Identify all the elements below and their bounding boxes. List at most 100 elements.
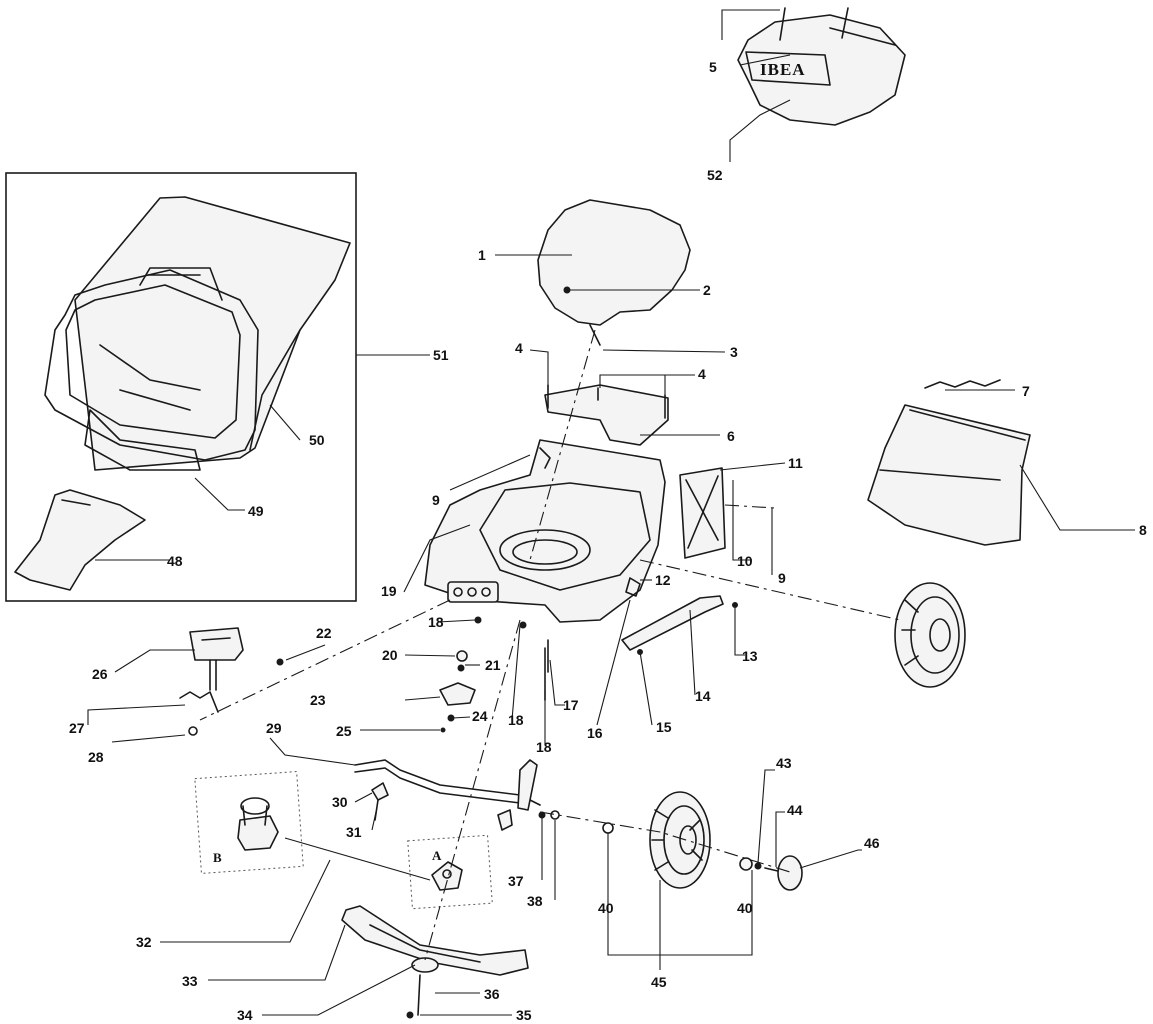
- leader-lines: [87, 9, 1135, 1016]
- callout-49: 49: [248, 503, 264, 519]
- callout-9b: 9: [778, 570, 786, 586]
- callout-3: 3: [730, 344, 738, 360]
- brand-logo: IBEA: [760, 60, 806, 79]
- bag-frame-49: [44, 267, 259, 471]
- callout-26: 26: [92, 666, 108, 682]
- blade-bolt-35: [417, 974, 421, 1016]
- axis-rear-wheel: [639, 559, 901, 621]
- callout-11: 11: [788, 455, 803, 471]
- pin-22: [276, 658, 284, 666]
- callout-33: 33: [182, 973, 198, 989]
- callout-23: 23: [310, 692, 326, 708]
- front-wheel-45: [649, 791, 711, 889]
- callout-14: 14: [695, 688, 711, 704]
- callout-45: 45: [651, 974, 667, 990]
- detail-b-frame: [194, 771, 304, 874]
- callout-36: 36: [484, 986, 500, 1002]
- axis-blade: [424, 619, 521, 961]
- rear-flap-48: [14, 489, 146, 591]
- screw-25: [440, 727, 446, 733]
- callout-9a: 9: [432, 492, 440, 508]
- callout-29: 29: [266, 720, 282, 736]
- deflector-11: [679, 467, 726, 559]
- spring-7: [924, 379, 1001, 389]
- washer-43: [754, 862, 762, 870]
- callout-10: 10: [737, 553, 753, 569]
- height-adjuster: [447, 581, 499, 603]
- callout-25: 25: [336, 723, 352, 739]
- bolt-13: [732, 602, 738, 608]
- spring-27: [179, 691, 219, 713]
- blade-adaptor-b: [237, 797, 279, 851]
- callout-22: 22: [316, 625, 332, 641]
- grass-catcher-frame: [5, 172, 357, 602]
- callout-18c: 18: [536, 739, 552, 755]
- callout-30: 30: [332, 794, 348, 810]
- bushing-40b: [739, 857, 753, 871]
- callout-8: 8: [1139, 522, 1147, 538]
- callout-38: 38: [527, 893, 543, 909]
- callout-6: 6: [727, 428, 735, 444]
- callout-19: 19: [381, 583, 397, 599]
- bracket-23: [439, 682, 476, 706]
- callout-43: 43: [776, 755, 792, 771]
- callout-4a: 4: [515, 340, 523, 356]
- clip: [497, 809, 513, 831]
- nut-18a: [474, 616, 482, 624]
- callout-40a: 40: [598, 900, 614, 916]
- bracket-30: [371, 782, 389, 801]
- callout-51: 51: [433, 347, 449, 363]
- rear-wheel: [894, 582, 966, 688]
- axis-front-wheel: [539, 811, 791, 873]
- detail-a-label: A: [432, 848, 442, 863]
- callout-18b: 18: [508, 712, 524, 728]
- callout-2: 2: [703, 282, 711, 298]
- callout-46: 46: [864, 835, 880, 851]
- callout-18a: 18: [428, 614, 444, 630]
- axis-lever: [199, 599, 451, 721]
- bolt-head-35: [406, 1011, 414, 1019]
- callout-7: 7: [1022, 383, 1030, 399]
- nut-38: [550, 810, 560, 820]
- callout-35: 35: [516, 1007, 532, 1023]
- callout-28: 28: [88, 749, 104, 765]
- callout-21: 21: [485, 657, 501, 673]
- blade-adaptor-a: [431, 861, 463, 891]
- engine-1: [537, 199, 691, 346]
- callout-44: 44: [787, 802, 803, 818]
- callout-40b: 40: [737, 900, 753, 916]
- engine-plate-6: [544, 384, 669, 446]
- nut-18b: [519, 621, 527, 629]
- axle-lever-14: [621, 595, 724, 651]
- blade-washer-34: [411, 957, 439, 973]
- mower-deck-19: [424, 439, 666, 623]
- blade-33: [341, 905, 529, 976]
- height-lever-26: [189, 627, 244, 691]
- callout-50: 50: [309, 432, 325, 448]
- hub-cap-46: [777, 855, 803, 891]
- callout-15: 15: [656, 719, 672, 735]
- bushing-40a: [602, 822, 614, 834]
- nut-21: [457, 664, 465, 672]
- axle-bracket: [517, 759, 538, 811]
- callout-5: 5: [709, 59, 717, 75]
- grass-bag-50: [74, 196, 351, 471]
- callout-24: 24: [472, 708, 488, 724]
- callout-1: 1: [478, 247, 486, 263]
- callout-4b: 4: [698, 366, 706, 382]
- callout-48: 48: [167, 553, 183, 569]
- callout-32: 32: [136, 934, 152, 950]
- axis-engine: [529, 329, 596, 561]
- callout-13: 13: [742, 648, 758, 664]
- callout-labels: 1 2 3 4 4 5 6 7 8 9 9 10 11 12 13 14 15 …: [69, 59, 1147, 1023]
- washer-28: [188, 726, 198, 736]
- callout-52: 52: [707, 167, 723, 183]
- callout-20: 20: [382, 647, 398, 663]
- engine-cover-52: IBEA: [737, 7, 906, 126]
- callout-31: 31: [346, 824, 362, 840]
- callout-37: 37: [508, 873, 524, 889]
- callout-12: 12: [655, 572, 671, 588]
- callout-17: 17: [563, 697, 579, 713]
- callout-34: 34: [237, 1007, 253, 1023]
